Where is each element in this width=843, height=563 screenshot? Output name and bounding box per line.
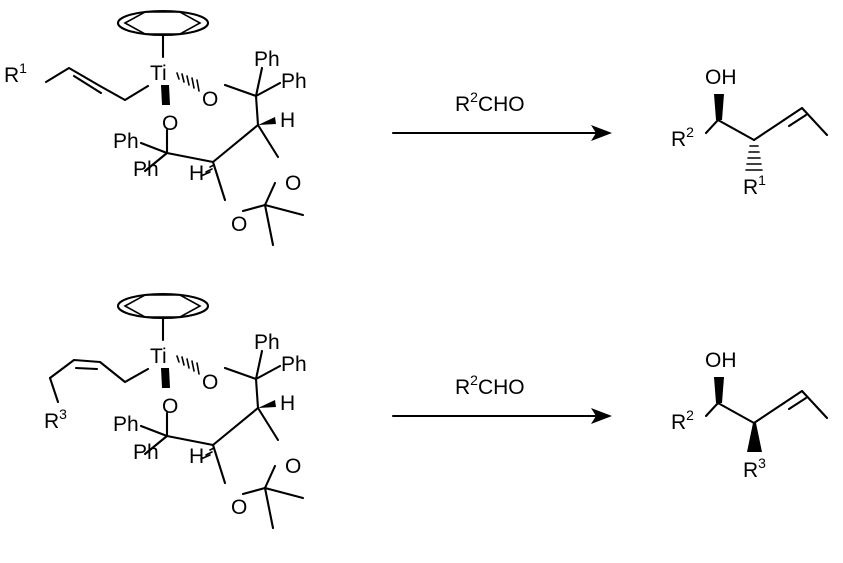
phenyl-label: Ph — [254, 331, 280, 354]
reaction-1: R1 Ti O O Ph Ph Ph Ph H H O O R2CHO — [4, 9, 829, 247]
r2-label: R2 — [671, 124, 694, 151]
titanium-complex-2: R3 Ti O O Ph Ph Ph Ph H H O O — [44, 292, 307, 530]
r2-label: R2 — [671, 407, 694, 434]
reaction-arrow-2: R2CHO — [391, 372, 612, 424]
hydrogen-top-label: H — [280, 109, 295, 132]
titanium-complex-1: R1 Ti O O Ph Ph Ph Ph H H O O — [4, 9, 307, 247]
alkoxide-o-top-label: O — [202, 88, 218, 111]
phenyl-label: Ph — [133, 158, 159, 181]
r1-label: R1 — [743, 172, 766, 199]
hydrogen-bottom-label: H — [189, 445, 204, 468]
product-2: OH R2 R3 — [671, 349, 829, 482]
ring-o-right-label: O — [285, 455, 301, 478]
alkoxide-o-left-label: O — [162, 112, 178, 135]
ring-o-bottom-label: O — [231, 213, 247, 236]
reagent-label: R2CHO — [455, 372, 525, 399]
ring-o-bottom-label: O — [231, 496, 247, 519]
alkoxide-o-top-label: O — [202, 371, 218, 394]
allyl-substituent-label: R1 — [4, 60, 27, 87]
titanium-label: Ti — [150, 345, 167, 368]
phenyl-label: Ph — [254, 48, 280, 71]
hydrogen-top-label: H — [280, 392, 295, 415]
ring-o-right-label: O — [285, 172, 301, 195]
phenyl-label: Ph — [281, 70, 307, 93]
phenyl-label: Ph — [133, 441, 159, 464]
r3-label: R3 — [743, 455, 766, 482]
hydroxyl-label: OH — [705, 349, 737, 372]
phenyl-label: Ph — [113, 130, 139, 153]
reagent-label: R2CHO — [455, 89, 525, 116]
product-1: OH R2 R1 — [671, 66, 829, 199]
phenyl-label: Ph — [113, 413, 139, 436]
alkoxide-o-left-label: O — [162, 395, 178, 418]
allyl-substituent-label: R3 — [44, 406, 67, 433]
reaction-2: R3 Ti O O Ph Ph Ph Ph H H O O R2CHO — [44, 292, 829, 530]
hydroxyl-label: OH — [705, 66, 737, 89]
phenyl-label: Ph — [281, 353, 307, 376]
titanium-label: Ti — [150, 62, 167, 85]
reaction-arrow-1: R2CHO — [391, 89, 612, 141]
hydrogen-bottom-label: H — [189, 162, 204, 185]
